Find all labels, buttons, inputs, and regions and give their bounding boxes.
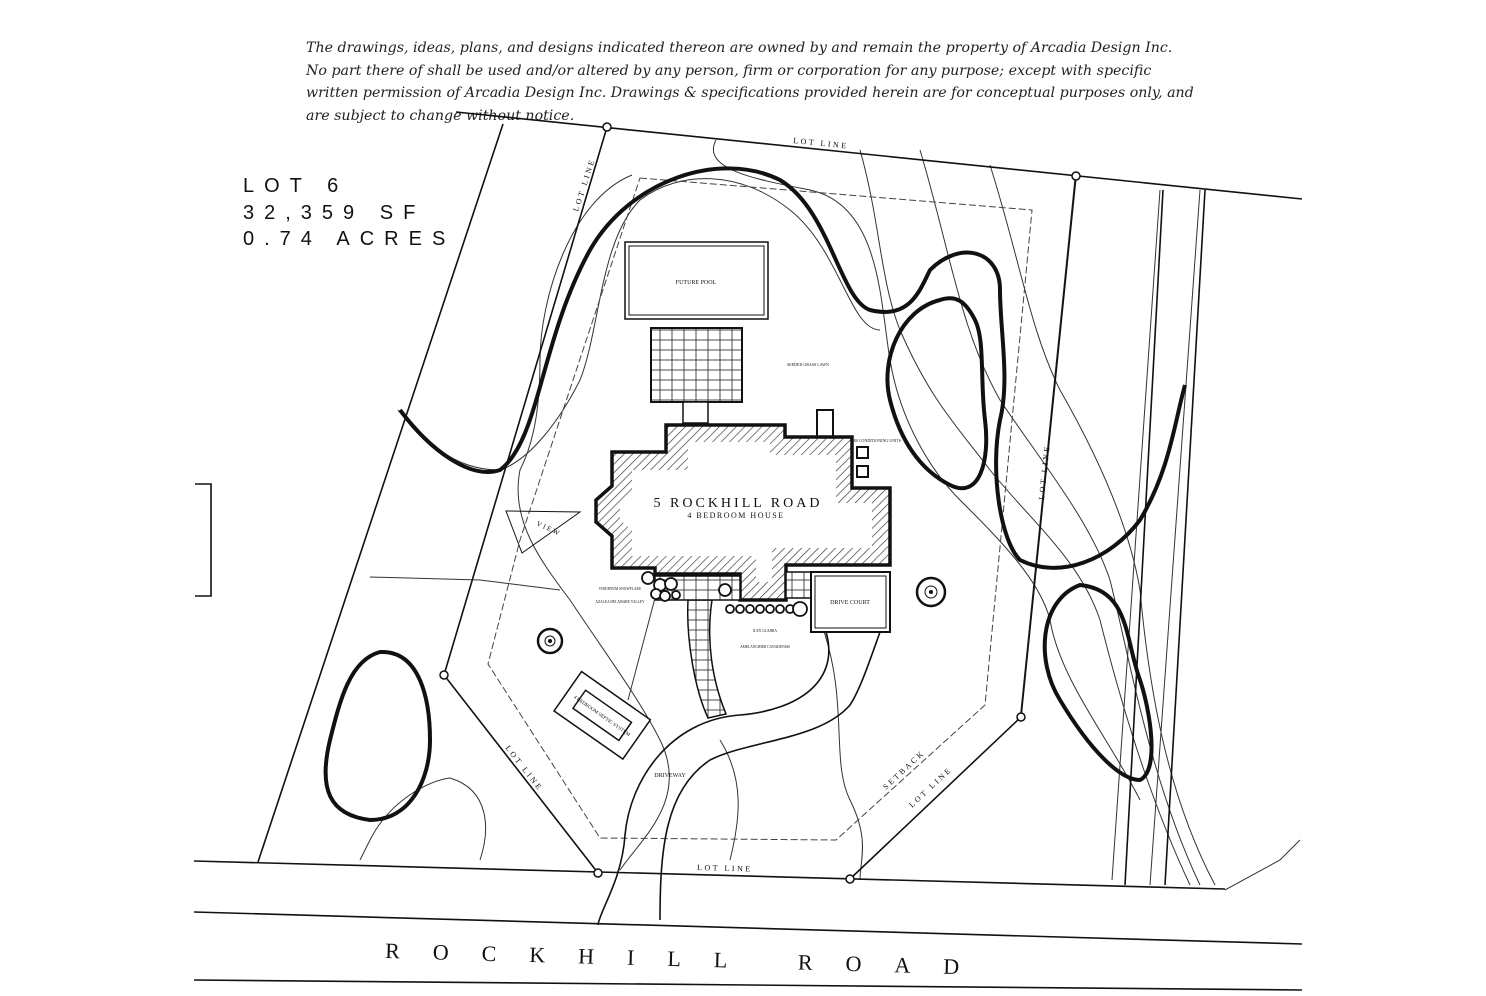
viburnum-label: VIBURNUM SNOWFLAKE: [599, 587, 642, 591]
azalea-label: AZALEA DELAWARE VALLEY: [595, 600, 645, 604]
tree: [536, 627, 564, 655]
lot-line-label-south: LOT LINE: [697, 863, 753, 874]
walkway: [686, 599, 728, 719]
seeded-lawn-label: SEEDED GRASS LAWN: [787, 362, 829, 367]
ac-unit: [856, 446, 869, 459]
setback-line: [487, 177, 1033, 841]
ac-units-label: AIR CONDITIONING UNITS: [851, 438, 901, 443]
view-label: VIEW: [535, 520, 562, 538]
tree: [915, 576, 947, 608]
disclaimer-text: The drawings, ideas, plans, and designs …: [306, 40, 1194, 124]
lot-lines: [193, 111, 1303, 991]
septic-system: 4 BEDROOM SEPTIC SYSTEM: [552, 670, 652, 761]
driveway: DRIVEWAY: [597, 631, 881, 926]
shrubs: [641, 571, 808, 617]
lot-acres: 0.74 ACRES: [243, 228, 456, 250]
road-name: ROCKHILL ROAD: [385, 938, 993, 980]
driveway-label: DRIVEWAY: [654, 773, 686, 779]
future-pool: FUTURE POOL: [624, 241, 769, 320]
patio-steps: [682, 401, 709, 424]
lot-line-label-top: LOT LINE: [793, 136, 849, 151]
tree-lines: [323, 166, 1187, 823]
view-indicator: [505, 510, 582, 554]
lot-area: 32,359 SF: [243, 201, 426, 224]
chimney: [816, 409, 834, 438]
drive-court-label: DRIVE COURT: [830, 600, 870, 606]
title-bracket: [195, 483, 212, 597]
septic-line: [627, 597, 656, 701]
side-landing: [785, 571, 812, 599]
house-footprint: 5 ROCKHILL ROAD 4 BEDROOM HOUSE: [594, 423, 892, 602]
amelanchier-label: AMELANCHIER CANADENSIS: [740, 645, 790, 649]
lot-number: LOT 6: [243, 175, 349, 197]
future-pool-label: FUTURE POOL: [676, 280, 717, 286]
lot-info: LOT 6 32,359 SF 0.74 ACRES: [243, 173, 455, 253]
house-description: 4 BEDROOM HOUSE: [687, 511, 784, 520]
ilex-label: ILEX GLABRA: [753, 629, 777, 633]
lot-line-label-east: LOT LINE: [1037, 444, 1052, 500]
patio: [650, 327, 743, 403]
ac-unit: [856, 465, 869, 478]
setback-label: SETBACK: [881, 748, 927, 791]
house-address: 5 ROCKHILL ROAD: [654, 496, 823, 511]
drive-court: DRIVE COURT: [810, 571, 891, 633]
lot-line-label-sw: LOT LINE: [503, 744, 544, 793]
